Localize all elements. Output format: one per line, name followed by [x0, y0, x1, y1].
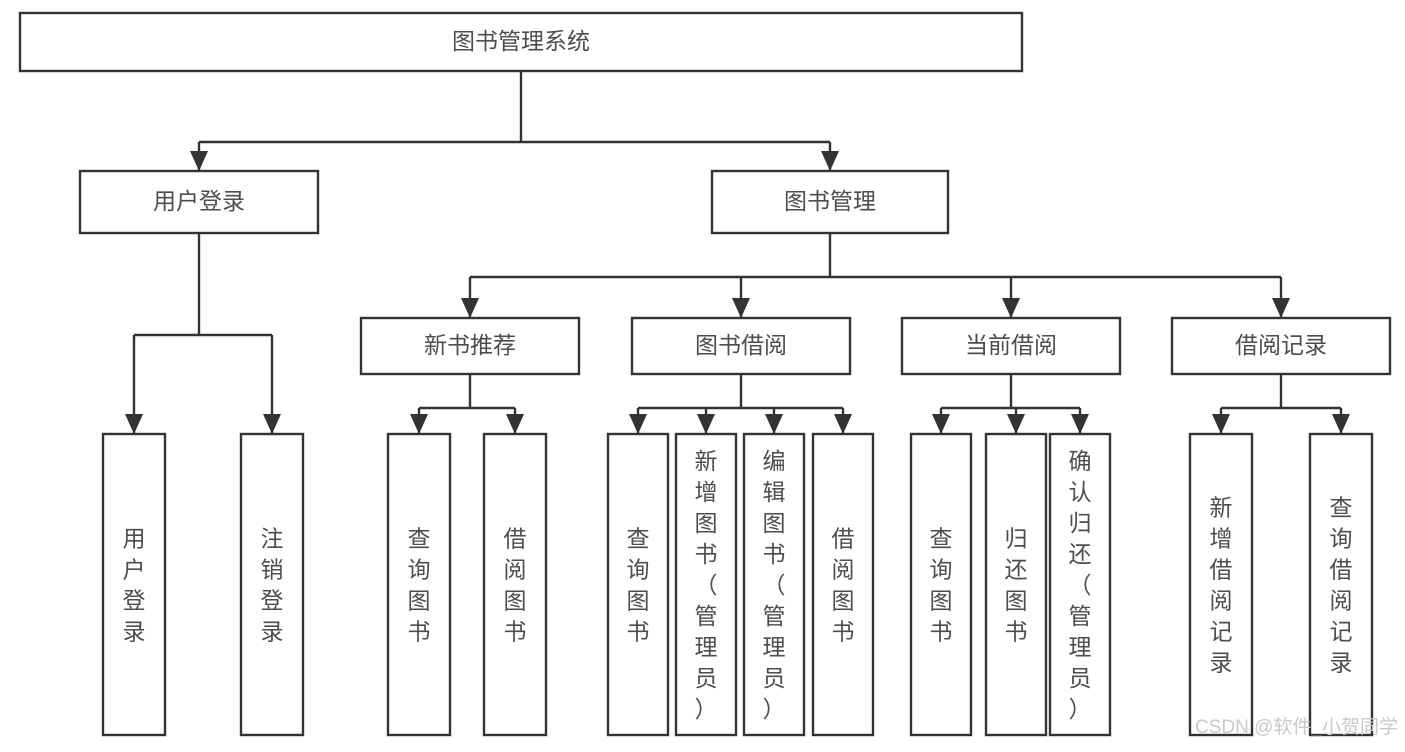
node-label-leaf-query-book-3: 查询图书: [930, 526, 953, 645]
node-box-leaf-query-book-1[interactable]: [386, 432, 452, 737]
node-book-borrow[interactable]: 图书借阅: [630, 316, 852, 376]
node-label-current-borrow: 当前借阅: [965, 332, 1057, 358]
node-label-leaf-query-book-2: 查询图书: [627, 526, 650, 645]
edge-edge-bookborrow-bus: [629, 374, 852, 434]
node-box-current-borrow[interactable]: [900, 316, 1122, 376]
node-box-borrow-record[interactable]: [1170, 316, 1392, 376]
node-box-leaf-edit-book[interactable]: [742, 432, 806, 737]
node-label-leaf-borrow-book-1: 借阅图书: [504, 526, 527, 645]
node-box-book-borrow[interactable]: [630, 316, 852, 376]
node-label-leaf-add-book: 新增图书（管理员）: [695, 448, 718, 722]
edge-arrowhead: [461, 298, 479, 318]
node-box-leaf-confirm-return[interactable]: [1048, 432, 1112, 737]
edge-arrowhead: [629, 414, 647, 434]
edge-arrowhead: [410, 414, 428, 434]
node-leaf-borrow-book-1[interactable]: 借阅图书: [482, 432, 548, 737]
node-new-book-rec[interactable]: 新书推荐: [359, 316, 581, 376]
node-box-leaf-query-record[interactable]: [1308, 432, 1374, 737]
nodes-layer: 图书管理系统用户登录图书管理新书推荐图书借阅当前借阅借阅记录用户登录注销登录查询…: [18, 11, 1392, 737]
node-box-root[interactable]: [18, 11, 1024, 73]
edge-arrowhead: [765, 414, 783, 434]
node-box-book-manage[interactable]: [710, 169, 950, 235]
node-leaf-query-book-1[interactable]: 查询图书: [386, 432, 452, 737]
node-box-leaf-query-book-2[interactable]: [606, 432, 670, 737]
edge-arrowhead: [834, 414, 852, 434]
node-label-user-login: 用户登录: [153, 188, 245, 214]
edge-arrowhead: [1212, 414, 1230, 434]
edge-arrowhead: [190, 151, 208, 171]
node-root[interactable]: 图书管理系统: [18, 11, 1024, 73]
node-current-borrow[interactable]: 当前借阅: [900, 316, 1122, 376]
csdn-watermark: CSDN @软件_小贺同学: [1195, 716, 1398, 738]
node-leaf-query-book-2[interactable]: 查询图书: [606, 432, 670, 737]
node-label-leaf-borrow-book-2: 借阅图书: [832, 526, 855, 645]
node-label-leaf-query-book-1: 查询图书: [408, 526, 431, 645]
edge-arrowhead: [1002, 298, 1020, 318]
node-label-leaf-return-book: 归还图书: [1005, 526, 1028, 645]
node-leaf-add-book[interactable]: 新增图书（管理员）: [674, 432, 738, 737]
node-box-user-login[interactable]: [78, 169, 320, 235]
node-leaf-edit-book[interactable]: 编辑图书（管理员）: [742, 432, 806, 737]
node-label-leaf-user-login: 用户登录: [123, 526, 146, 645]
edge-arrowhead: [263, 414, 281, 434]
edge-arrowhead: [506, 414, 524, 434]
node-label-book-borrow: 图书借阅: [695, 332, 787, 358]
edge-edge-borrowrecord-bus: [1212, 374, 1350, 434]
node-box-leaf-add-book[interactable]: [674, 432, 738, 737]
edge-arrowhead: [932, 414, 950, 434]
node-borrow-record[interactable]: 借阅记录: [1170, 316, 1392, 376]
node-label-root: 图书管理系统: [452, 28, 590, 54]
node-leaf-return-book[interactable]: 归还图书: [984, 432, 1048, 737]
node-label-leaf-add-record: 新增借阅记录: [1210, 495, 1233, 676]
node-leaf-query-record[interactable]: 查询借阅记录: [1308, 432, 1374, 737]
node-label-leaf-confirm-return: 确认归还（管理员）: [1069, 448, 1092, 722]
node-leaf-query-book-3[interactable]: 查询图书: [909, 432, 973, 737]
edge-arrowhead: [1071, 414, 1089, 434]
node-label-book-manage: 图书管理: [784, 188, 876, 214]
node-box-new-book-rec[interactable]: [359, 316, 581, 376]
node-user-login[interactable]: 用户登录: [78, 169, 320, 235]
node-leaf-confirm-return[interactable]: 确认归还（管理员）: [1048, 432, 1112, 737]
node-label-leaf-query-record: 查询借阅记录: [1330, 495, 1353, 676]
node-box-leaf-add-record[interactable]: [1188, 432, 1254, 737]
node-leaf-user-login[interactable]: 用户登录: [101, 432, 167, 737]
edge-edge-bookmanage-bus: [461, 233, 1290, 318]
node-label-leaf-logout: 注销登录: [261, 526, 284, 645]
node-label-leaf-edit-book: 编辑图书（管理员）: [763, 448, 786, 722]
edge-arrowhead: [821, 151, 839, 171]
edge-arrowhead: [1332, 414, 1350, 434]
node-leaf-logout[interactable]: 注销登录: [239, 432, 305, 737]
edge-edge-currentborrow-bus: [932, 374, 1089, 434]
node-box-leaf-borrow-book-1[interactable]: [482, 432, 548, 737]
edge-arrowhead: [1007, 414, 1025, 434]
node-label-new-book-rec: 新书推荐: [424, 332, 516, 358]
edges-layer: [125, 71, 1350, 434]
node-box-leaf-return-book[interactable]: [984, 432, 1048, 737]
node-leaf-add-record[interactable]: 新增借阅记录: [1188, 432, 1254, 737]
edge-arrowhead: [732, 298, 750, 318]
node-box-leaf-borrow-book-2[interactable]: [811, 432, 875, 737]
edge-arrowhead: [125, 414, 143, 434]
edge-edge-root-bus: [190, 71, 839, 171]
node-box-leaf-user-login[interactable]: [101, 432, 167, 737]
edge-arrowhead: [1272, 298, 1290, 318]
edge-arrowhead: [697, 414, 715, 434]
node-leaf-borrow-book-2[interactable]: 借阅图书: [811, 432, 875, 737]
node-box-leaf-logout[interactable]: [239, 432, 305, 737]
edge-edge-userlogin-bus: [125, 233, 281, 434]
node-label-borrow-record: 借阅记录: [1235, 332, 1327, 358]
node-book-manage[interactable]: 图书管理: [710, 169, 950, 235]
node-box-leaf-query-book-3[interactable]: [909, 432, 973, 737]
edge-edge-newbook-bus: [410, 374, 524, 434]
